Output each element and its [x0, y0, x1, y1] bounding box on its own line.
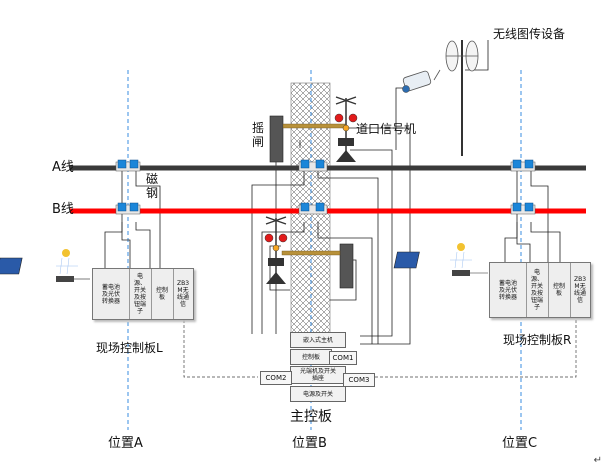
sensor-a-left [115, 159, 141, 172]
comm-links [183, 320, 577, 378]
com2-port: COM2 [260, 371, 292, 385]
camera-icon [402, 70, 432, 93]
solar-panel-right-icon [393, 243, 488, 276]
control-board-module: 控制板 [290, 349, 332, 365]
return-mark: ↵ [593, 455, 602, 466]
power-switch-module: 电源及开关 [290, 386, 346, 402]
wireless-comm-cell: ZB3 M无 线通 信 [176, 280, 190, 308]
barrier-label: 摇 闸 [252, 121, 265, 149]
line-a-label: A线 [52, 160, 74, 175]
com3-port: COM3 [343, 373, 375, 387]
power-switch-cell: 电 源、 开关 及按 钮端 子 [530, 269, 543, 311]
barrier-upper [269, 115, 346, 163]
battery-converter-cell: 蓄电池 及光伏 转换器 [101, 283, 120, 305]
field-controller-left: 蓄电池 及光伏 转换器 电 源、 开关 及按 钮端 子 控制 板 ZB3 M无 … [92, 268, 194, 320]
field-controller-left-label: 现场控制板L [96, 341, 163, 355]
field-controller-right-label: 现场控制板R [503, 333, 572, 347]
com1-port: COM1 [329, 351, 357, 365]
embedded-host-module: 嵌入式主机 [290, 332, 346, 348]
sensor-b-center [298, 202, 328, 215]
position-b-label: 位置B [292, 436, 327, 451]
optical-terminal-module: 光端机及开关 插座 [290, 366, 346, 384]
sensor-b-left [115, 202, 141, 215]
wireless-device-label: 无线图传设备 [493, 27, 566, 41]
wireless-comm-cell: ZB3 M无 线通 信 [573, 276, 587, 304]
control-board-cell: 控制 板 [155, 287, 168, 301]
position-a-label: 位置A [108, 436, 143, 451]
solar-panel-left-icon [0, 249, 90, 282]
wireless-device [433, 40, 479, 156]
crossing-signal-label: 道口信号机 [356, 122, 417, 136]
crossing-signal-upper [334, 96, 358, 162]
barrier-lower [281, 243, 354, 289]
position-c-label: 位置C [502, 436, 538, 451]
field-controller-right: 蓄电池 及光伏 转换器 电 源、 开关 及按 钮端 子 控制 板 ZB3 M无 … [489, 262, 591, 318]
crossing-signal-lower [264, 216, 288, 284]
sensor-a-right [510, 159, 536, 172]
main-board-label: 主控板 [290, 409, 332, 425]
magnet-label: 磁 钢 [146, 172, 159, 200]
line-b-label: B线 [52, 202, 74, 217]
battery-converter-cell: 蓄电池 及光伏 转换器 [498, 279, 517, 301]
power-switch-cell: 电 源、 开关 及按 钮端 子 [133, 273, 146, 315]
sensor-a-center [298, 159, 328, 172]
control-board-cell: 控制 板 [552, 283, 565, 297]
sensor-b-right [510, 202, 536, 215]
